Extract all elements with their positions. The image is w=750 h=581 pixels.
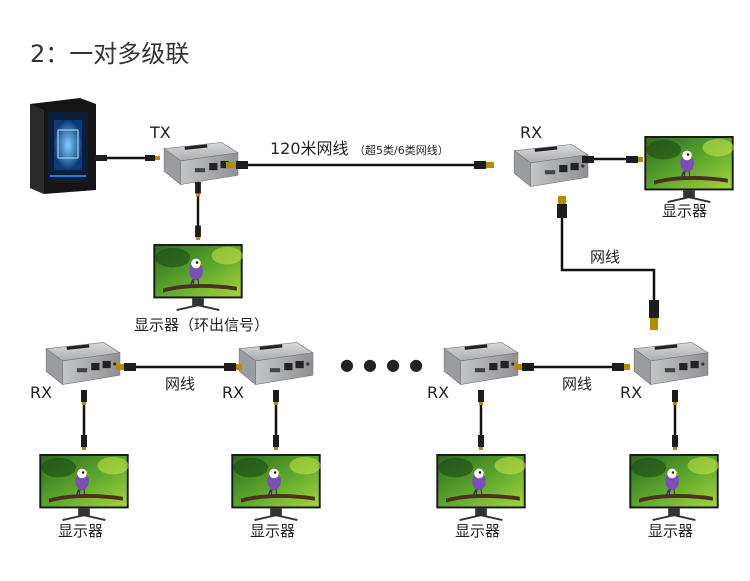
monitor-top-right-icon [643, 136, 735, 204]
loop-out-monitor-icon [152, 244, 244, 312]
rx-label-3: RX [427, 383, 450, 402]
monitor-3-icon [435, 454, 527, 522]
display-label-2: 显示器 [250, 522, 296, 540]
rx-label-4: RX [620, 383, 643, 402]
tx-label: TX [150, 123, 171, 142]
rx-label-2: RX [222, 383, 245, 402]
hdmi-cable-rx3 [476, 390, 486, 450]
cable-tx-to-rx [226, 161, 494, 169]
rx-extender-2-icon [238, 341, 314, 386]
hdmi-cable-rx1 [79, 390, 89, 450]
hdmi-cable-rx2 [271, 390, 281, 450]
hdmi-cable-tx-loop [193, 182, 203, 240]
pc-tower-icon [30, 98, 96, 194]
rx-extender-top-icon [513, 143, 589, 188]
rx-label-1: RX [30, 383, 53, 402]
diagram-title: 2：一对多级联 [30, 40, 190, 68]
main-cable-note: （超5类/6类网线） [354, 144, 449, 157]
main-cable-label: 120米网线 [270, 139, 349, 158]
network-cable-label-right2: 网线 [562, 375, 593, 393]
cable-rx1-rx2 [116, 363, 242, 371]
network-cable-label-left: 网线 [165, 375, 196, 393]
hdmi-cable-rx4 [670, 390, 680, 450]
monitor-2-icon [230, 454, 322, 522]
display-label-1: 显示器 [58, 522, 104, 540]
monitor-4-icon [628, 454, 720, 522]
ellipsis-dots: ● ● ● ● [340, 355, 426, 374]
network-cable-label-right: 网线 [590, 248, 621, 266]
rx-top-label: RX [520, 123, 543, 142]
hdmi-cable-pc-tx [95, 155, 160, 161]
rx-extender-4-icon [633, 341, 709, 386]
hdmi-cable-rx-top [582, 156, 643, 163]
monitor-1-icon [38, 454, 130, 522]
loop-out-display-label: 显示器（环出信号） [134, 316, 270, 334]
rx-extender-1-icon [45, 341, 121, 386]
cable-rx-to-rx-right [557, 196, 659, 330]
display-label-top-right: 显示器 [662, 202, 708, 220]
display-label-4: 显示器 [648, 522, 694, 540]
cable-rx3-rx4 [514, 363, 630, 371]
rx-extender-3-icon [443, 341, 519, 386]
display-label-3: 显示器 [455, 522, 501, 540]
